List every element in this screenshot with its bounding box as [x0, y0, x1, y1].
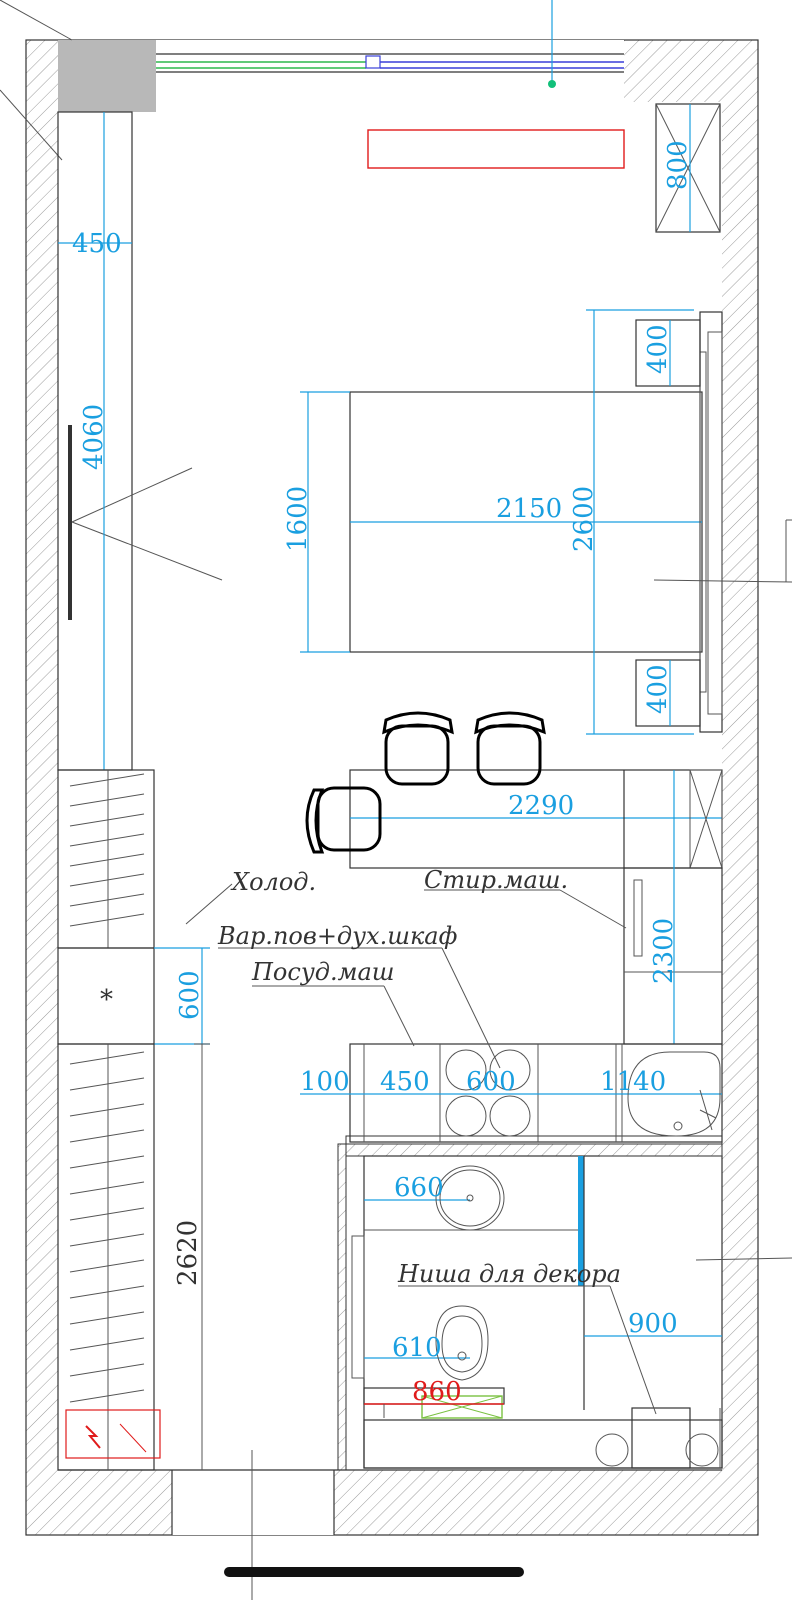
washbasin [435, 1165, 505, 1231]
dim-bed-width: 1600 [283, 486, 313, 552]
dim-bar-counter: 2290 [508, 791, 574, 821]
window [0, 0, 624, 161]
nightstand-bottom [635, 659, 701, 727]
left-storage-lower [57, 1043, 155, 1471]
dim-hob: 600 [466, 1067, 516, 1097]
label-fridge: Холод. [230, 868, 316, 896]
dim-nightstand-top: 400 [643, 324, 673, 374]
dim-wardrobe-depth: 450 [72, 229, 122, 259]
dim-bed-length: 2150 [496, 494, 562, 524]
glass-partition [578, 1156, 584, 1286]
dim-bed-zone: 2600 [569, 486, 599, 552]
label-washer: Стир.маш. [424, 866, 568, 894]
dim-basin: 660 [394, 1173, 444, 1203]
hob [445, 1049, 531, 1137]
bar-counter [349, 769, 723, 869]
label-dishwasher: Посуд.маш [251, 958, 395, 986]
dim-kitchen-run: 2300 [649, 918, 679, 984]
dim-nightstand-bottom: 400 [643, 664, 673, 714]
home-indicator[interactable] [224, 1567, 524, 1577]
nightstand-top [635, 319, 701, 387]
label-hob-oven: Вар.пов+дух.шкаф [217, 922, 457, 950]
dim-tall-cabinet: 800 [663, 140, 693, 190]
tall-cabinet [655, 103, 721, 233]
dim-fridge: 600 [175, 970, 205, 1020]
decor-niche [363, 1387, 505, 1419]
toilet [435, 1305, 489, 1381]
bed [300, 309, 792, 735]
dim-wardrobe-length: 4060 [79, 404, 109, 470]
bathroom [351, 1155, 792, 1469]
walls [25, 39, 759, 1536]
chair [305, 786, 382, 854]
dim-corridor: 2620 [173, 1220, 203, 1286]
chair [382, 711, 454, 786]
radiator [367, 129, 625, 169]
dim-dishwasher: 450 [380, 1067, 430, 1097]
dim-toilet: 610 [392, 1333, 442, 1363]
sink [627, 1051, 721, 1137]
kitchen-counter [300, 1043, 723, 1143]
dim-shower: 900 [628, 1309, 678, 1339]
left-storage-upper [57, 769, 155, 949]
electrical-panel [65, 1409, 161, 1459]
chair [474, 711, 546, 786]
dim-gap: 100 [300, 1067, 350, 1097]
fridge-mark: * [100, 985, 113, 1015]
headboard [699, 311, 723, 733]
dim-niche: 860 [412, 1377, 462, 1407]
ac-outlet-dot [548, 80, 556, 88]
dim-sink-counter: 1140 [600, 1067, 666, 1097]
label-niche: Ниша для декора [397, 1260, 621, 1288]
